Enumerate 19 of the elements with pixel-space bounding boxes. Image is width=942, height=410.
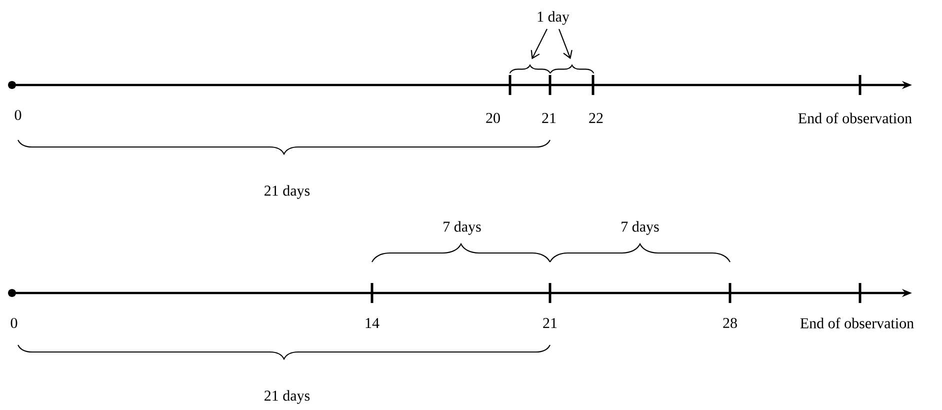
- duration-label: 7 days: [444, 221, 481, 235]
- tick-label: 21: [542, 113, 556, 123]
- duration-label: 7 days: [622, 221, 659, 235]
- tick-label: 0: [14, 110, 22, 120]
- brace: [509, 64, 551, 74]
- leader-arrow: [558, 28, 572, 60]
- tick-label: 28: [723, 318, 737, 328]
- tick-label: 20: [486, 112, 500, 124]
- end-label: End of observation: [800, 318, 914, 328]
- tick-label: 21: [543, 318, 557, 328]
- duration-label: 21 days: [264, 390, 310, 404]
- tick-label: 22: [589, 113, 603, 123]
- time-label: 1 day: [538, 11, 570, 25]
- tick-label: 0: [10, 318, 18, 328]
- tick-label: 14: [366, 318, 380, 328]
- duration-label: 21 days: [264, 185, 310, 199]
- brace: [550, 64, 594, 74]
- leader-arrow: [530, 28, 548, 60]
- end-label: End of observation: [798, 112, 912, 124]
